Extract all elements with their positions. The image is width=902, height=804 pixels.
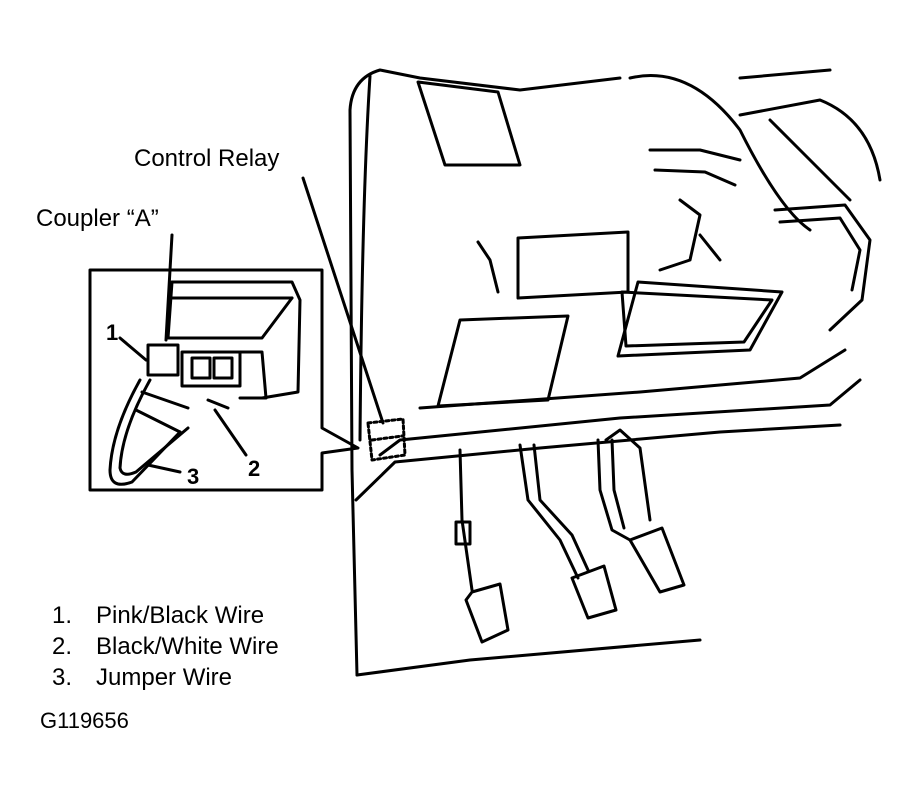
figure-id: G119656: [40, 708, 129, 733]
inset-frame: [88, 268, 360, 492]
callout-2: 2: [248, 456, 261, 481]
callout-1-leader: [118, 336, 148, 362]
legend-number: 3.: [52, 664, 73, 691]
legend: 1. Pink/Black Wire 2. Black/White Wire 3…: [52, 600, 279, 693]
legend-text: Black/White Wire: [96, 633, 279, 660]
dash-cutouts: [416, 80, 784, 408]
legend-text: Pink/Black Wire: [96, 602, 265, 629]
callout-3: 3: [187, 464, 200, 489]
control-relay-leader: [301, 176, 385, 425]
dashboard-panel: [348, 68, 862, 677]
callout-3-leader: [146, 463, 182, 474]
steering-column: [628, 68, 882, 332]
legend-item: 2. Black/White Wire: [52, 631, 279, 662]
pedals: [454, 428, 686, 644]
control-relay-label: Control Relay: [134, 145, 280, 172]
jumper-wire: [108, 378, 190, 486]
legend-item: 1. Pink/Black Wire: [52, 600, 279, 631]
legend-number: 1.: [52, 602, 73, 629]
legend-text: Jumper Wire: [96, 664, 233, 691]
coupler-leader: [164, 233, 174, 342]
coupler-a-label: Coupler “A”: [36, 205, 159, 232]
legend-item: 3. Jumper Wire: [52, 662, 279, 693]
callout-2-leader: [213, 408, 248, 457]
callout-1: 1: [106, 320, 119, 345]
relay-detail: [146, 280, 302, 410]
control-relay-small: [366, 417, 407, 462]
legend-number: 2.: [52, 633, 73, 660]
